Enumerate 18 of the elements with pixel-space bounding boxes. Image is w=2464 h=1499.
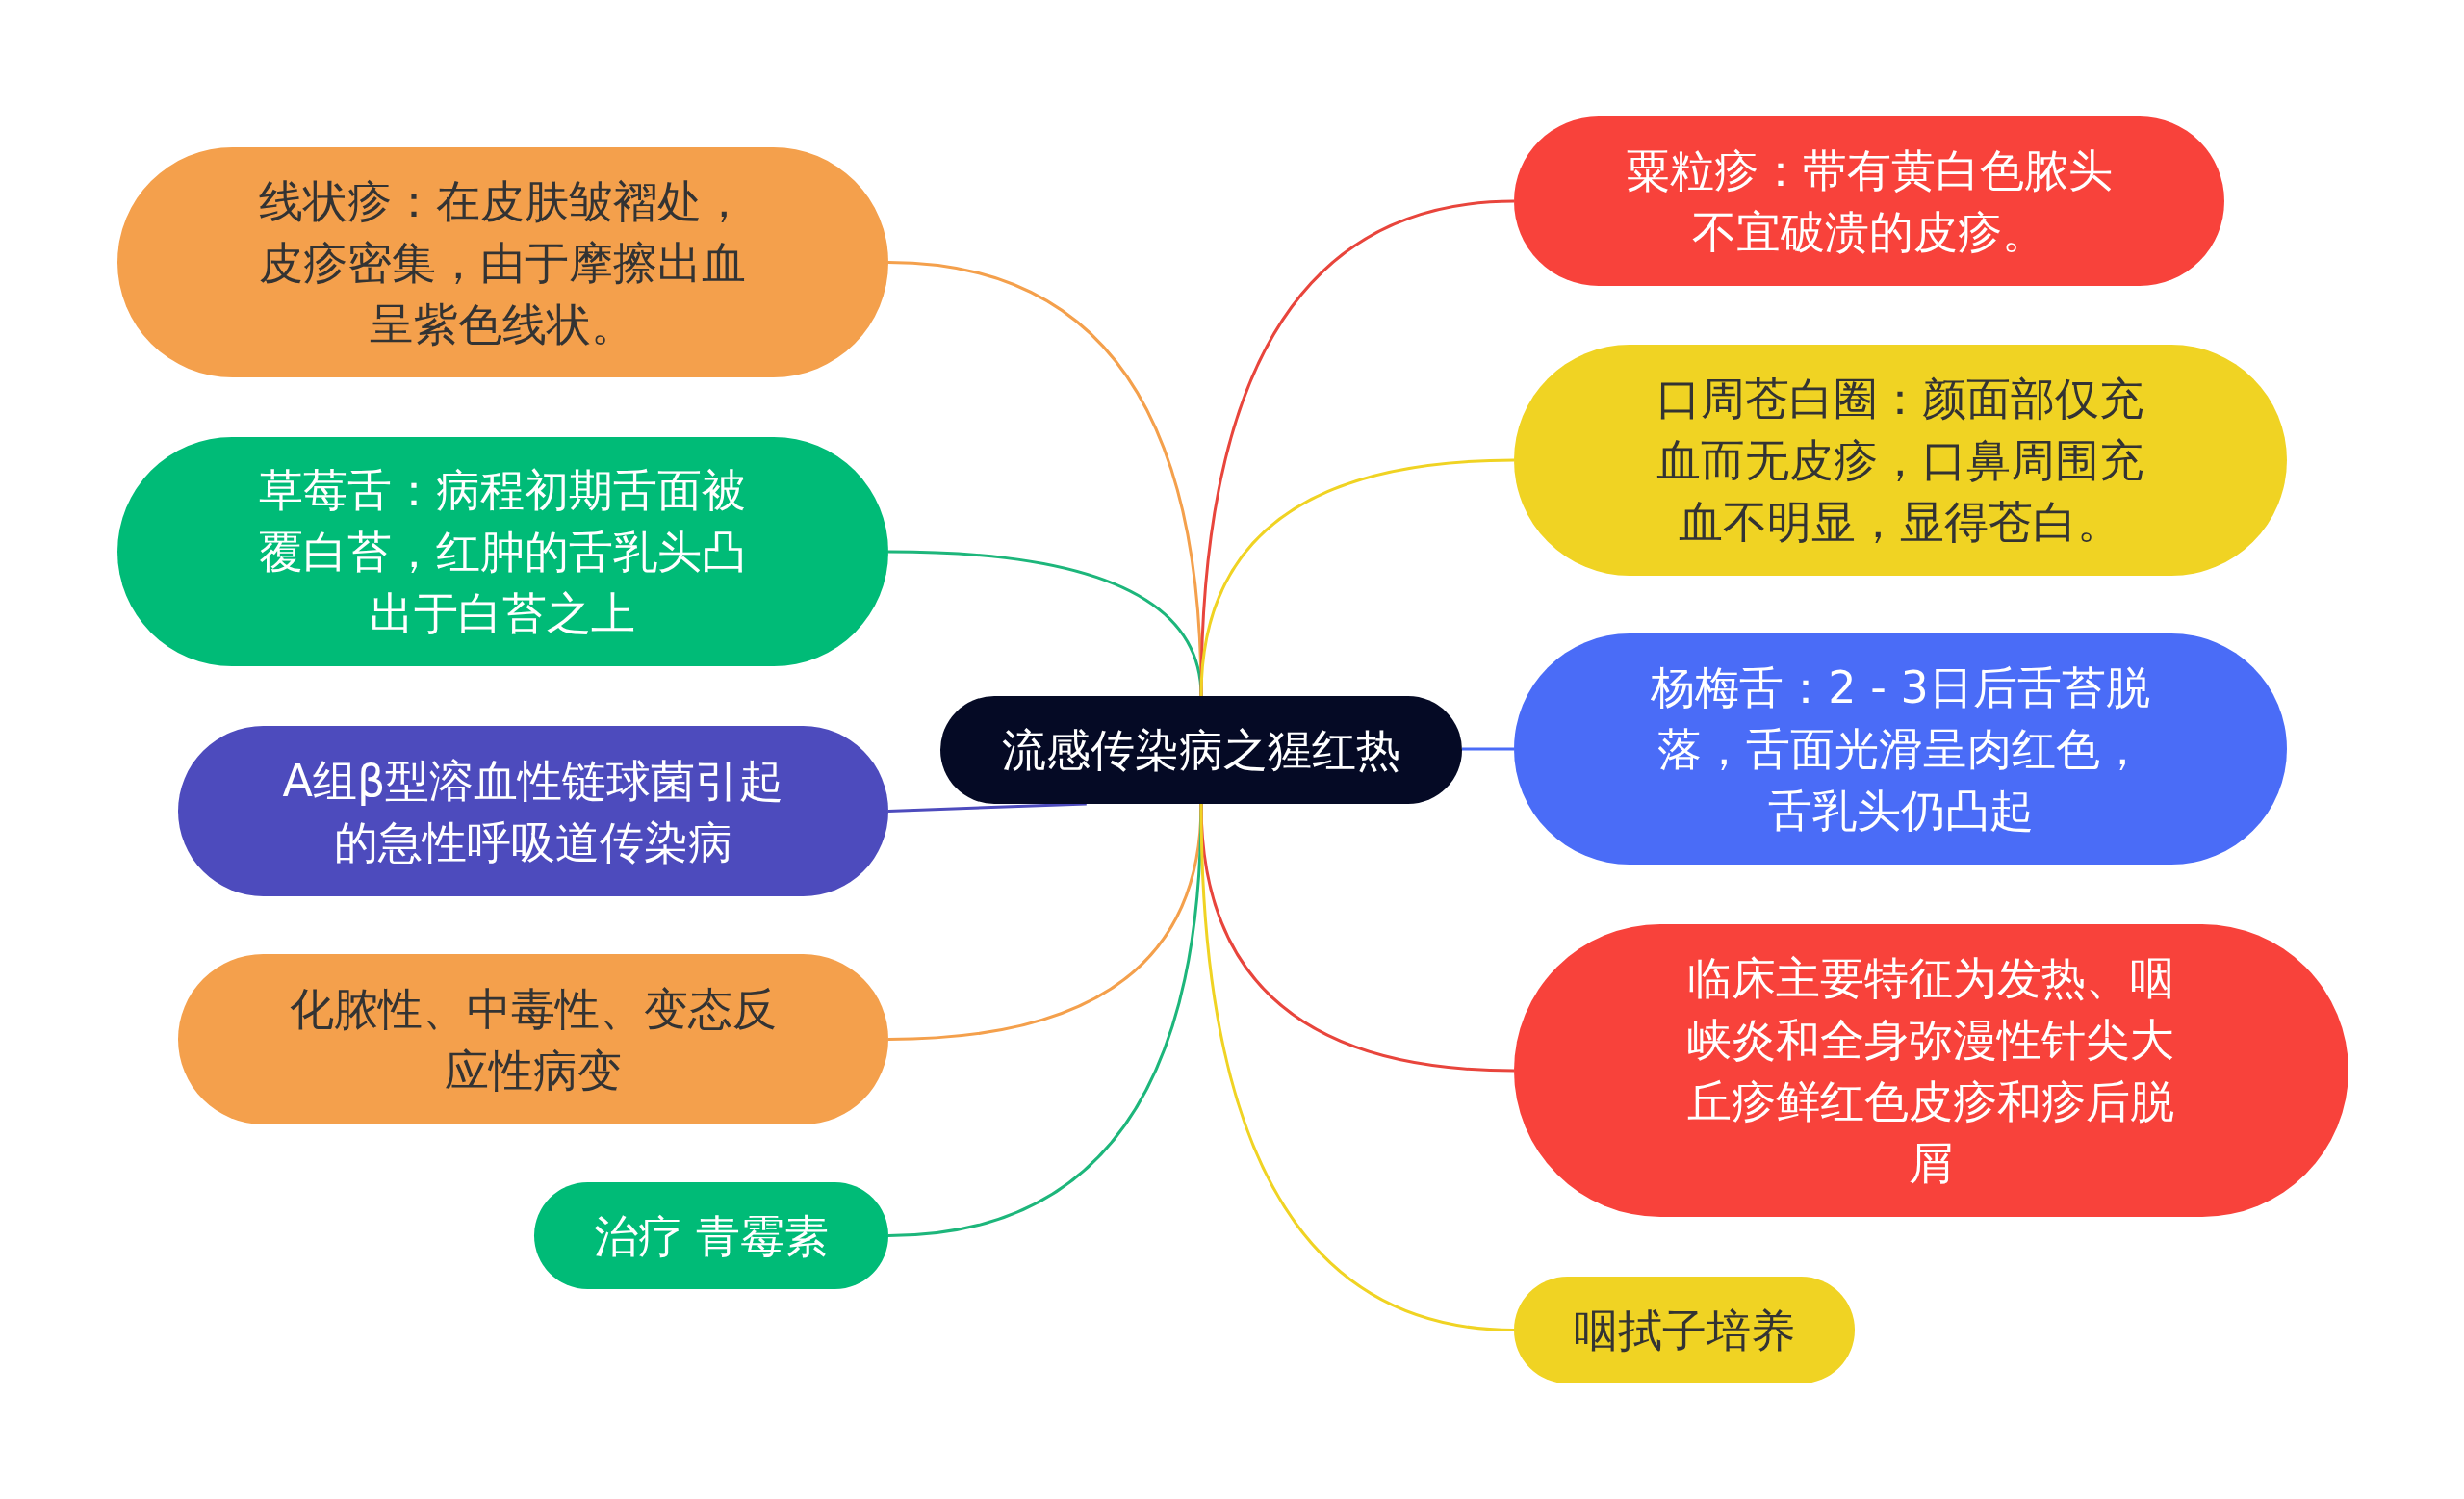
topic-text: 化脓性、中毒性、变态反应性病变 [289,981,778,1098]
topic-text: 口周苍白圈：颜面部仅充血而无皮疹，口鼻周围充血不明显，显得苍白。 [1656,372,2145,550]
topic-text: 线状疹：在皮肤皱褶处，皮疹密集，由于摩擦出血呈紫色线状。 [258,173,748,352]
connector-line [887,803,1203,1237]
connector-line [1199,803,1515,1331]
connector-line [887,550,1203,697]
topic-text: 咽拭子培养 [1574,1303,1795,1358]
topic-text: 治疗 青霉素 [593,1208,830,1264]
topic-text: A组β型溶血性链球菌引起的急性呼吸道传染病 [281,753,785,870]
topic-text: 杨梅舌：2 - 3日后舌苔脱落，舌面光滑呈肉红色，舌乳头仍凸起 [1650,660,2151,839]
topic-text: 流感传染病之猩红热 [1002,723,1400,778]
connector-line [1199,458,1515,697]
connector-line [1199,199,1515,697]
topic-text: 临床主要特征为发热、咽峡炎和全身弥漫性针尖大丘疹鲜红色皮疹和疹后脱屑 [1686,951,2176,1191]
connector-line [887,802,1087,813]
topic-text: 草莓舌：病程初期舌面被覆白苔，红肿的舌乳头凸出于白苔之上 [258,463,748,641]
topic-text: 粟粒疹：带有黄白色脓头不宜破溃的皮疹。 [1625,143,2114,260]
connector-line [1462,747,1514,751]
